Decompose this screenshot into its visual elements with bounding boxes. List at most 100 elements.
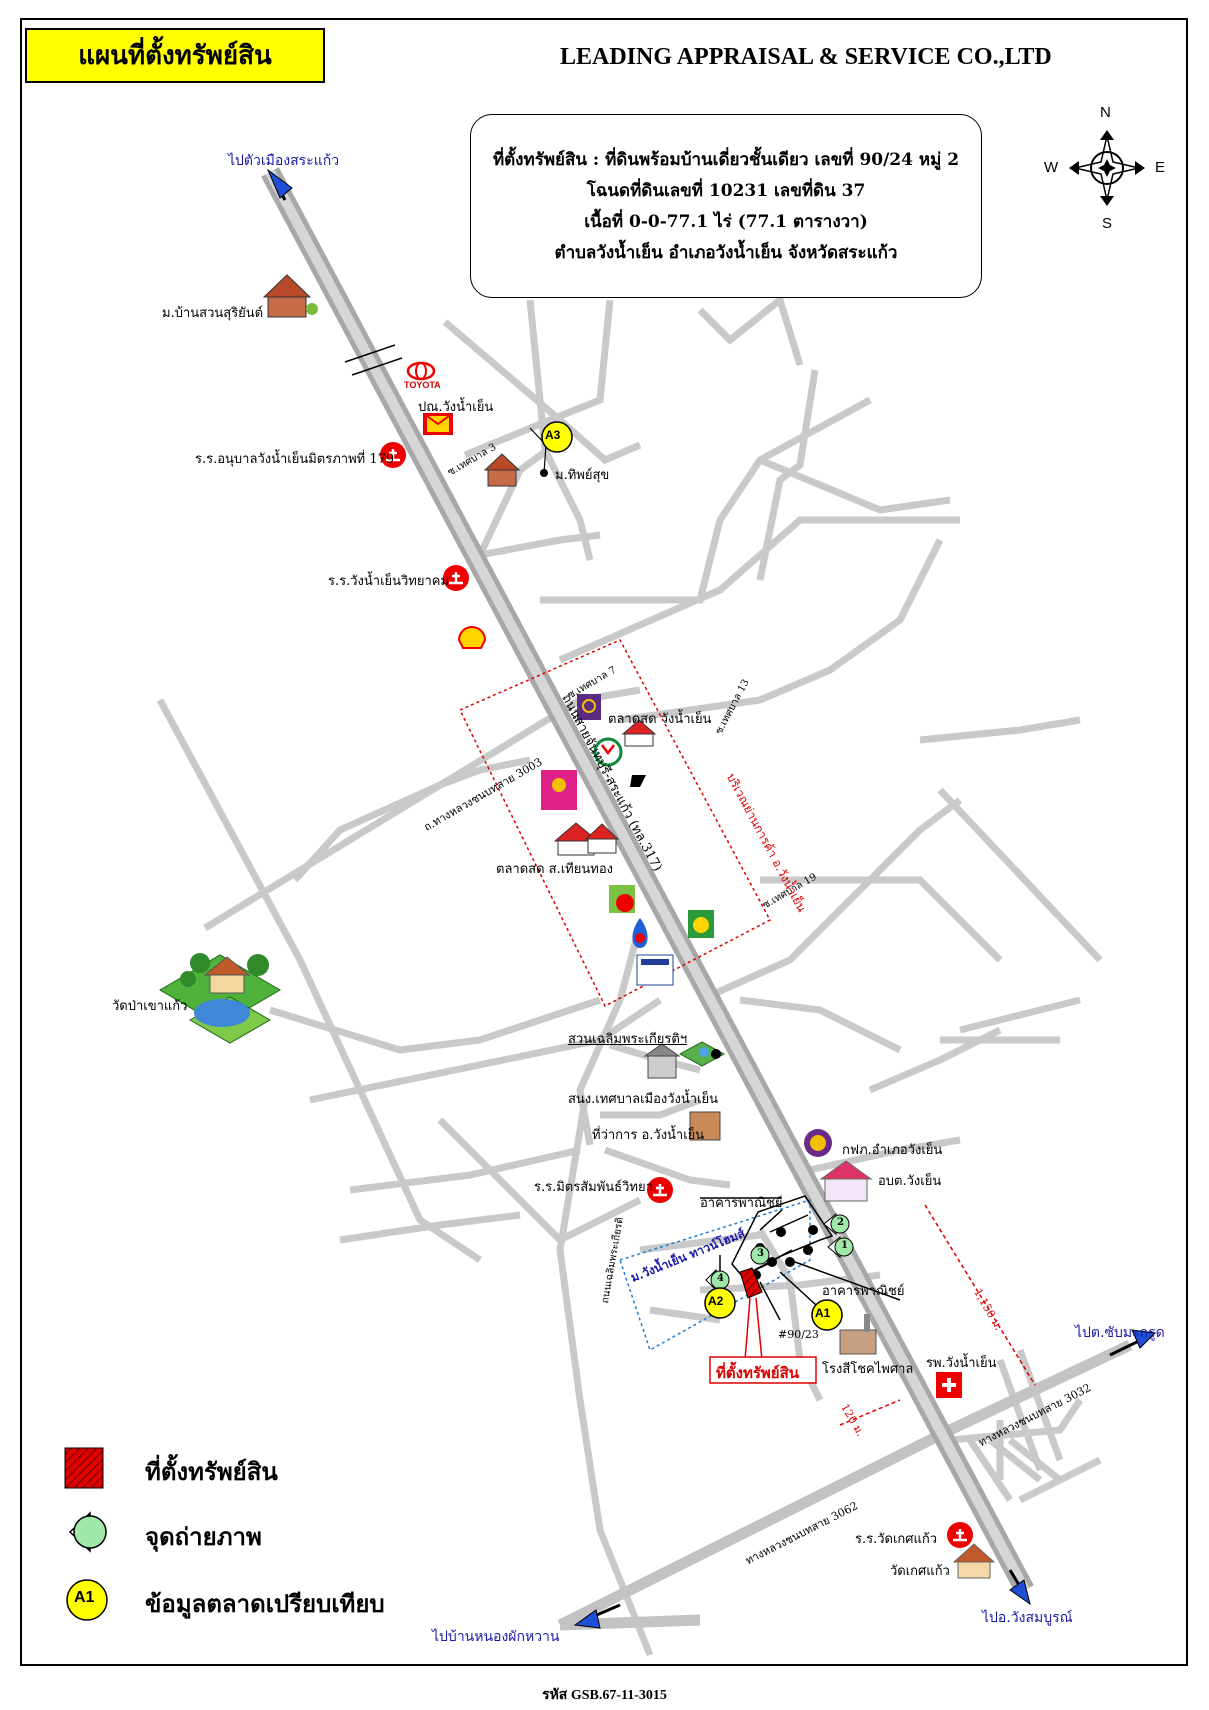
label-commercial-2: อาคารพาณิชย์ — [822, 1284, 905, 1299]
photo-marker-1 — [827, 1235, 854, 1259]
tesco-lotus-icon — [636, 954, 674, 986]
label-rice-mill: โรงสีโชคไพศาล — [822, 1362, 914, 1377]
legend-photo-label: จุดถ่ายภาพ — [145, 1522, 262, 1551]
arrow-east-icon — [1109, 1329, 1157, 1357]
scb-bank-icon — [577, 694, 601, 720]
pea-icon — [804, 1129, 832, 1157]
ptt-icon — [632, 918, 648, 948]
marker-photo-2: 2 — [837, 1217, 844, 1228]
arrow-north-icon — [266, 168, 293, 201]
legend-a1-text: A1 — [74, 1589, 95, 1606]
main-road — [261, 167, 1034, 1595]
marker-a2: A2 — [708, 1294, 724, 1308]
label-wat-ket-school: ร.ร.วัดเกศแก้ว — [855, 1532, 938, 1547]
compass-west: W — [1044, 159, 1059, 176]
label-thip-suk: ม.ทิพย์สุข — [555, 468, 610, 483]
direction-wangsombun: ไปอ.วังสมบูรณ์ — [982, 1610, 1073, 1626]
compass-icon — [1069, 130, 1145, 206]
market-icon-2 — [553, 822, 620, 856]
info-line-4: ตำบลวังน้ำเย็น อำเภอวังน้ำเย็น จังหวัดสร… — [554, 243, 898, 263]
property-callout — [744, 1297, 763, 1361]
label-pea: กฟภ.อำเภอวังเย็น — [842, 1143, 943, 1158]
building-icon-district — [689, 1111, 721, 1141]
info-line-2: โฉนดที่ดินเลขที่ 10231 เลขที่ดิน 37 — [586, 181, 866, 201]
comparable-marker-a1 — [811, 1299, 843, 1331]
gsb-bank-icon — [541, 770, 577, 810]
label-post-office: ปณ.วังน้ำเย็น — [418, 400, 494, 415]
marker-photo-4: 4 — [717, 1273, 724, 1284]
minor-roads — [156, 294, 1103, 1657]
legend-photo-icon — [68, 1511, 107, 1553]
label-property: ที่ตั้งทรัพย์สิน — [716, 1364, 799, 1382]
label-wat-ket: วัดเกศแก้ว — [890, 1564, 950, 1579]
school-icon-wittaya — [443, 565, 469, 591]
legend-property-label: ที่ตั้งทรัพย์สิน — [145, 1457, 278, 1486]
company-name: LEADING APPRAISAL & SERVICE CO.,LTD — [560, 44, 1052, 70]
label-house-no: #90/23 — [778, 1328, 819, 1341]
label-mit-school: ร.ร.มิตรสัมพันธ์วิทยา — [534, 1180, 653, 1195]
marker-photo-1: 1 — [841, 1240, 848, 1251]
commercial-zone — [458, 639, 772, 1008]
post-office-icon — [423, 413, 453, 435]
label-suan-suriyan: ม.บ้านสวนสุริยันต์ — [162, 306, 264, 321]
arrow-southeast-icon — [1008, 1569, 1031, 1606]
label-district-office: ที่ว่าการ อ.วังน้ำเย็น — [592, 1128, 705, 1143]
legend-comparable-label: ข้อมูลตลาดเปรียบเทียบ — [145, 1589, 385, 1618]
house-icon-suan — [262, 274, 318, 318]
property-info-box: ที่ตั้งทรัพย์สิน : ที่ดินพร้อมบ้านเดี่ยว… — [470, 114, 982, 298]
property-label-box — [709, 1356, 817, 1384]
townhome-zone — [619, 1198, 811, 1352]
distance-lines — [839, 1204, 1036, 1426]
marker-a1: A1 — [815, 1306, 831, 1320]
label-municipal: สนง.เทศบาลเมืองวังน้ำเย็น — [568, 1092, 719, 1107]
legend-comparable-icon — [66, 1579, 108, 1621]
bigc-icon — [609, 885, 635, 913]
label-school-179: ร.ร.อนุบาลวังน้ำเย็นมิตรภาพที่ 179 — [195, 452, 395, 467]
property-parcel — [739, 1267, 763, 1299]
compass-north: N — [1100, 104, 1111, 121]
map-frame — [20, 18, 1188, 1666]
rice-mill-icon — [839, 1314, 877, 1355]
school-icon-179 — [380, 442, 406, 468]
direction-chabmakrut: ไปต.ซับมะกรูด — [1075, 1325, 1165, 1341]
wat-pa-icon — [159, 953, 281, 1044]
label-park: สวนเฉลิมพระเกียรติฯ — [568, 1032, 688, 1047]
label-wang-wittayakhom: ร.ร.วังน้ำเย็นวิทยาคม — [328, 574, 450, 589]
legend-property-icon — [64, 1447, 104, 1489]
pt-station-icon — [688, 910, 714, 938]
photo-marker-3 — [750, 1245, 770, 1265]
direction-arrows — [266, 168, 1157, 1629]
temple-icon-watket — [952, 1543, 996, 1579]
photo-marker-2 — [823, 1212, 850, 1236]
comparable-marker-a3 — [541, 421, 573, 453]
marker-photo-3: 3 — [757, 1248, 764, 1259]
school-icon-watket — [947, 1522, 973, 1548]
kbank-icon — [593, 737, 623, 767]
direction-sakaeo: ไปตัวเมืองสระแก้ว — [228, 153, 340, 169]
label-toyota: TOYOTA — [404, 380, 441, 390]
school-icon-mit — [647, 1177, 673, 1203]
label-hospital: รพ.วังน้ำเย็น — [926, 1356, 997, 1371]
label-commercial-1: อาคารพาณิชย์ — [700, 1196, 783, 1211]
info-line-3: เนื้อที่ 0-0-77.1 ไร่ (77.1 ตารางวา) — [584, 212, 868, 232]
photo-marker-4 — [705, 1268, 730, 1292]
shell-icon — [457, 626, 487, 649]
direction-nongphakwan: ไปบ้านหนองผักหวาน — [432, 1629, 560, 1645]
toyota-logo-icon — [406, 361, 436, 381]
marker-a3: A3 — [545, 428, 561, 442]
house-icon-thipsuk — [483, 453, 521, 487]
arrow-west-icon — [573, 1603, 621, 1629]
park-icon — [678, 1041, 726, 1067]
building-icon-municipal — [643, 1043, 681, 1079]
map-title: แผนที่ตั้งทรัพย์สิน — [25, 28, 325, 83]
tmb-bank-icon — [630, 775, 646, 787]
hospital-icon — [936, 1372, 962, 1398]
info-line-1: ที่ตั้งทรัพย์สิน : ที่ดินพร้อมบ้านเดี่ยว… — [492, 150, 960, 170]
road-break — [344, 344, 403, 376]
comparable-marker-a2 — [704, 1287, 736, 1319]
label-wat-pa: วัดป่าเขาแก้ว — [112, 999, 188, 1014]
label-market-2: ตลาดสด ส.เทียนทอง — [496, 862, 613, 877]
label-market-1: ตลาดสด วังน้ำเย็น — [608, 712, 712, 727]
compass-south: S — [1102, 215, 1113, 232]
